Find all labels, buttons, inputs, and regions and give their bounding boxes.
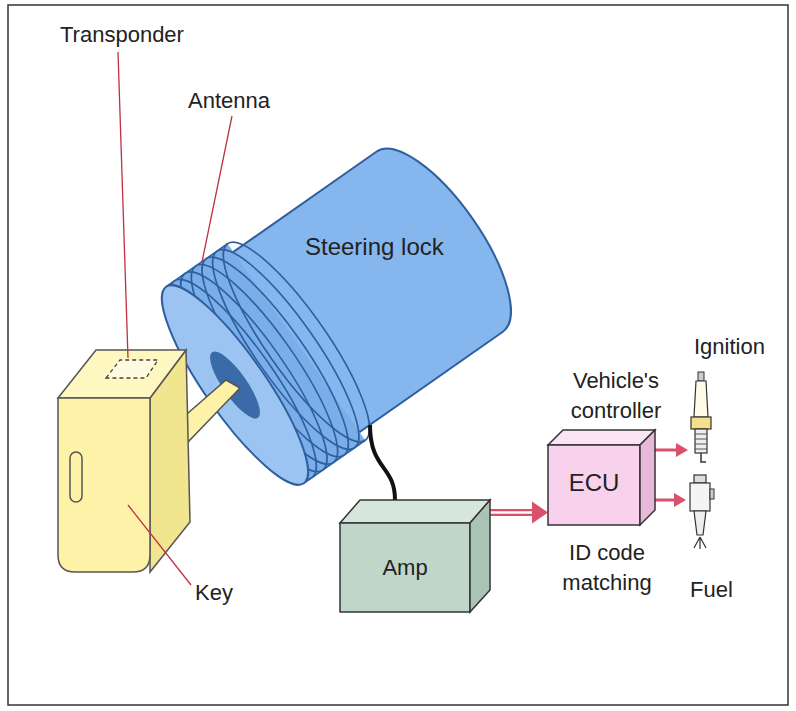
box-side bbox=[640, 430, 655, 525]
key-drawing bbox=[58, 350, 240, 572]
fuel-icon: Fuel bbox=[686, 475, 714, 550]
box-note: ID code matching bbox=[552, 538, 662, 598]
injector-connector bbox=[710, 489, 714, 499]
arrow-head bbox=[676, 443, 688, 457]
key-top bbox=[58, 350, 186, 398]
ignition-icon: Ignition bbox=[688, 372, 714, 470]
part-label: Steering lock bbox=[305, 232, 444, 262]
node-outline bbox=[686, 475, 714, 550]
arrow-head bbox=[674, 493, 686, 507]
plug-hex bbox=[691, 417, 711, 429]
connector-line bbox=[490, 509, 533, 516]
text-box: Antenna bbox=[188, 86, 298, 116]
connector bbox=[655, 443, 688, 457]
box-side bbox=[470, 500, 490, 612]
box-label: ECU bbox=[569, 468, 620, 498]
callout-label: Transponder bbox=[60, 20, 184, 50]
text-box: Steering lock bbox=[305, 232, 475, 262]
ecu-box: Vehicle's controllerECUID code matching bbox=[548, 430, 655, 525]
key-blade bbox=[180, 380, 240, 442]
frame bbox=[8, 5, 788, 705]
amp-box: Amp bbox=[340, 500, 490, 612]
text-box: ECU bbox=[548, 468, 640, 498]
box-front bbox=[548, 445, 640, 525]
output-label: Fuel bbox=[690, 575, 733, 605]
node-outline bbox=[688, 372, 714, 470]
box-heading: Vehicle's controller bbox=[556, 366, 676, 426]
text-box: ID code matching bbox=[552, 538, 662, 598]
connector bbox=[655, 493, 686, 507]
connector-line bbox=[655, 499, 675, 502]
connector-line bbox=[655, 449, 677, 452]
steering-lock: Steering lock bbox=[290, 150, 480, 425]
plug-thread bbox=[695, 429, 707, 453]
steering-lock-cylinder bbox=[142, 120, 542, 500]
connector bbox=[490, 502, 548, 524]
plug-insulator bbox=[694, 381, 708, 417]
text-box: Fuel bbox=[690, 575, 770, 605]
injector-nozzle bbox=[694, 511, 706, 535]
connector bbox=[370, 425, 395, 500]
callout-label: Key bbox=[195, 578, 233, 608]
text-box: Vehicle's controller bbox=[556, 366, 676, 426]
key-front bbox=[58, 398, 150, 572]
arrow-head bbox=[532, 502, 548, 524]
box-top bbox=[548, 430, 655, 445]
key-slot bbox=[70, 452, 82, 502]
plug-electrode bbox=[701, 453, 706, 462]
box-label: Amp bbox=[382, 553, 427, 583]
output-label: Ignition bbox=[694, 332, 765, 362]
injector-body bbox=[690, 483, 710, 511]
leader-line bbox=[118, 52, 128, 358]
thread-lines bbox=[695, 434, 707, 449]
text-box: Ignition bbox=[694, 332, 786, 362]
text-box: Amp bbox=[340, 553, 470, 583]
box-front bbox=[340, 523, 470, 612]
callout-label: Antenna bbox=[188, 86, 270, 116]
leader-line bbox=[202, 116, 232, 262]
text-box: Key bbox=[195, 578, 265, 608]
injector-inlet bbox=[694, 475, 706, 483]
box-top bbox=[340, 500, 490, 523]
connector-inner bbox=[490, 511, 533, 514]
plug-terminal bbox=[698, 372, 704, 381]
text-box: Transponder bbox=[60, 20, 210, 50]
leader-line bbox=[128, 505, 191, 585]
connector-line bbox=[370, 425, 395, 500]
fuel-spray bbox=[694, 537, 706, 549]
transponder-chip bbox=[106, 360, 158, 378]
